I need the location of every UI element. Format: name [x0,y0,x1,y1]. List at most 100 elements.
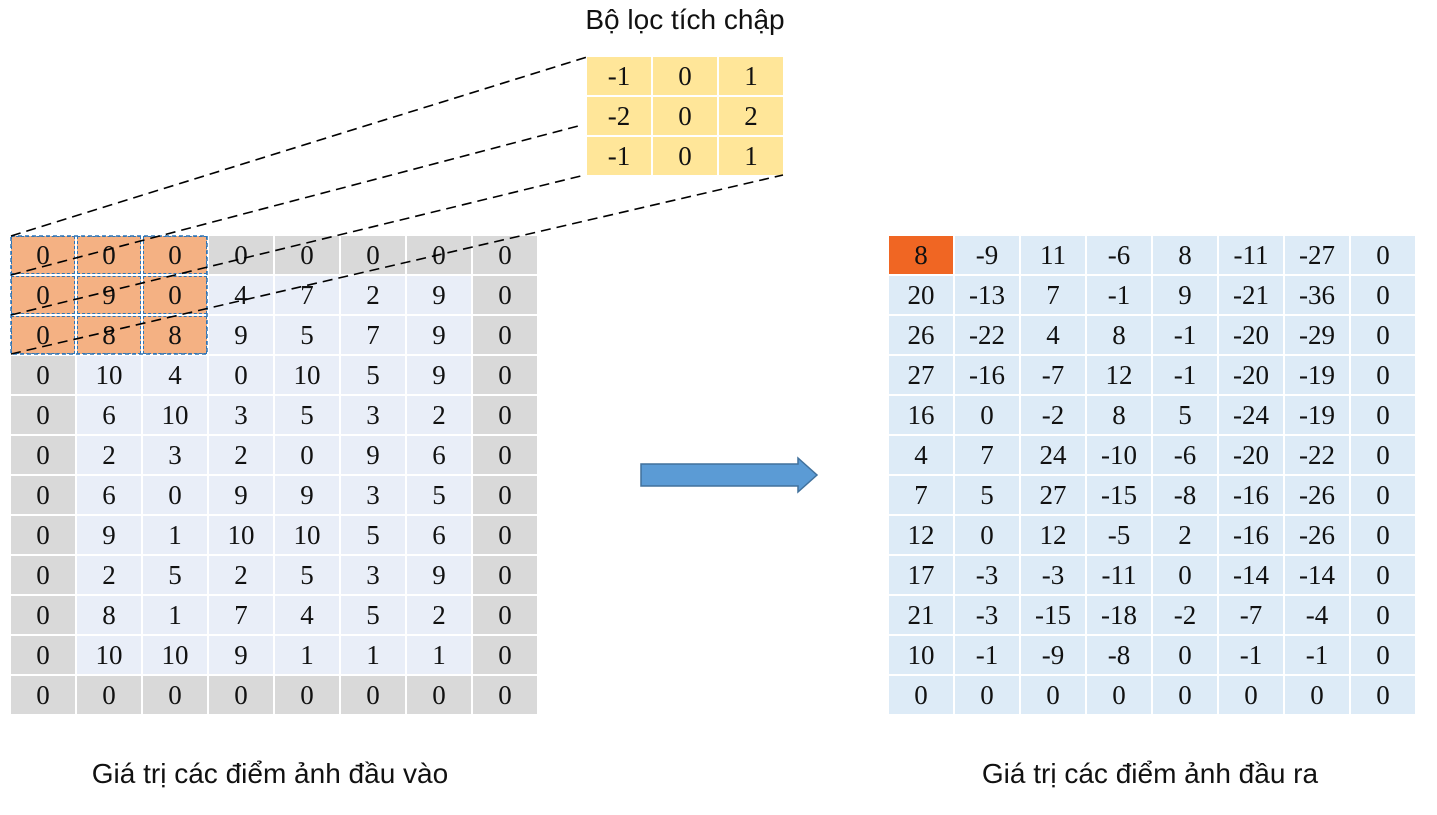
input-cell: 9 [77,516,141,554]
input-cell: 6 [77,476,141,514]
output-cell: 7 [889,476,953,514]
output-cell: 0 [955,516,1019,554]
output-cell: -26 [1285,516,1349,554]
output-cell: -14 [1285,556,1349,594]
input-cell: 3 [209,396,273,434]
input-cell: 1 [407,636,471,674]
input-cell: 5 [407,476,471,514]
input-cell: 0 [473,436,537,474]
output-cell: 0 [955,676,1019,714]
output-cell: 0 [1351,596,1415,634]
input-cell: 4 [209,276,273,314]
output-cell: 0 [889,676,953,714]
output-cell: 0 [1087,676,1151,714]
output-cell: -1 [1219,636,1283,674]
output-cell: -1 [1153,316,1217,354]
input-cell: 10 [275,516,339,554]
output-cell: 12 [889,516,953,554]
input-cell: 10 [143,396,207,434]
input-cell: 7 [275,276,339,314]
output-cell: -6 [1087,236,1151,274]
input-cell: 0 [11,236,75,274]
output-cell: 24 [1021,436,1085,474]
input-cell: 0 [473,276,537,314]
input-cell: 6 [77,396,141,434]
output-cell: 0 [1021,676,1085,714]
output-cell: -1 [1087,276,1151,314]
input-cell: 0 [143,476,207,514]
output-cell: -5 [1087,516,1151,554]
output-cell: -29 [1285,316,1349,354]
output-cell: -11 [1219,236,1283,274]
output-cell: 0 [1351,236,1415,274]
input-cell: 9 [275,476,339,514]
input-cell: 5 [341,596,405,634]
output-cell: -21 [1219,276,1283,314]
output-cell: 5 [1153,396,1217,434]
kernel-cell: -1 [587,57,651,95]
input-cell: 9 [407,316,471,354]
input-cell: 9 [209,476,273,514]
input-cell: 9 [209,316,273,354]
output-cell: 20 [889,276,953,314]
kernel-cell: 0 [653,57,717,95]
input-cell: 4 [275,596,339,634]
input-cell: 0 [473,556,537,594]
output-cell: 4 [889,436,953,474]
output-cell: 12 [1021,516,1085,554]
output-cell: -10 [1087,436,1151,474]
output-cell: -1 [955,636,1019,674]
input-cell: 2 [407,396,471,434]
input-cell: 1 [275,636,339,674]
input-cell: 0 [473,476,537,514]
input-cell: 3 [341,476,405,514]
input-cell: 0 [473,636,537,674]
input-cell: 0 [341,676,405,714]
output-cell: -20 [1219,356,1283,394]
input-cell: 0 [143,276,207,314]
output-cell: -16 [1219,476,1283,514]
input-cell: 0 [473,316,537,354]
input-cell: 0 [143,676,207,714]
input-cell: 10 [275,356,339,394]
input-cell: 0 [11,276,75,314]
output-cell: 0 [955,396,1019,434]
output-cell: 0 [1351,276,1415,314]
kernel-cell: 1 [719,137,783,175]
input-cell: 0 [275,236,339,274]
output-cell: -4 [1285,596,1349,634]
input-cell: 3 [341,556,405,594]
output-cell: -8 [1153,476,1217,514]
input-cell: 1 [341,636,405,674]
output-cell: -13 [955,276,1019,314]
output-cell: -9 [955,236,1019,274]
output-cell: -16 [955,356,1019,394]
input-cell: 5 [275,316,339,354]
output-cell: 0 [1351,516,1415,554]
input-cell: 1 [143,596,207,634]
output-cell: -15 [1021,596,1085,634]
input-cell: 5 [341,516,405,554]
output-cell: 4 [1021,316,1085,354]
input-cell: 0 [473,236,537,274]
input-cell: 5 [275,556,339,594]
output-cell: 0 [1351,556,1415,594]
output-cell: -3 [955,556,1019,594]
input-cell: 0 [11,436,75,474]
output-cell: -1 [1153,356,1217,394]
input-cell: 2 [77,556,141,594]
output-cell: 7 [1021,276,1085,314]
input-cell: 0 [77,676,141,714]
output-cell: 16 [889,396,953,434]
output-cell: 5 [955,476,1019,514]
input-cell: 0 [275,676,339,714]
output-cell: -18 [1087,596,1151,634]
input-cell: 0 [473,596,537,634]
input-cell: 7 [341,316,405,354]
input-cell: 10 [209,516,273,554]
input-cell: 0 [11,636,75,674]
output-cell: 0 [1351,356,1415,394]
